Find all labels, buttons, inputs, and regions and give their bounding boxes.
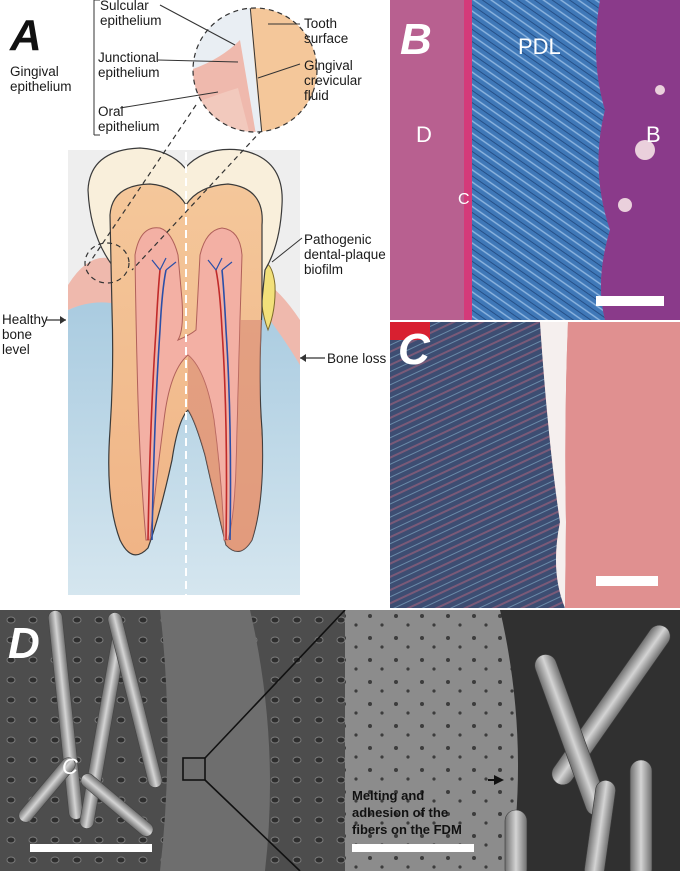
label-d-c: C: [62, 754, 78, 779]
root-shading: [188, 320, 263, 552]
panel-d-sem: D C Melting and adhesion of the fibers o…: [0, 610, 680, 871]
scale-bar-c: [596, 576, 658, 586]
tooth-diagram: [46, 0, 325, 595]
magnifier-circle: [192, 7, 318, 133]
pulp-branches: [151, 257, 233, 271]
label-bone-loss: Bone loss: [327, 351, 387, 366]
panel-letter-d: D: [8, 619, 40, 668]
leader-crevicular: [257, 63, 301, 79]
gingiva-left: [68, 257, 120, 310]
arrow-bone-loss-head: [300, 354, 306, 362]
panel-letter-b: B: [400, 15, 432, 64]
magnified-gingiva: [193, 8, 317, 132]
label-dentin: D: [416, 122, 432, 147]
leader-sulcular: [159, 4, 236, 46]
panel-letter-a: A: [10, 11, 42, 60]
vein-right: [221, 269, 232, 541]
arrow-healthy-head: [60, 316, 66, 324]
panel-letter-c: C: [398, 325, 430, 374]
label-cementum: C: [458, 191, 470, 208]
label-pdl: PDL: [518, 34, 561, 59]
vein-left: [151, 269, 167, 541]
histology-b-image: [390, 0, 680, 320]
zoom-line-right: [131, 129, 263, 271]
leader-oral: [119, 91, 219, 109]
label-bone: B: [646, 122, 661, 147]
zoom-line-left: [85, 104, 197, 269]
label-melting-adhesion: Melting and adhesion of the fibers on th…: [352, 788, 462, 837]
zoom-origin-circle: [84, 242, 130, 284]
scale-bar-d-right: [352, 844, 474, 852]
panel-c-histology: C: [390, 322, 680, 608]
histology-c-image: [390, 322, 680, 608]
artery-left: [147, 269, 161, 541]
leader-junctional: [157, 59, 239, 63]
panel-b-histology: B PDL D C B: [390, 0, 680, 320]
scale-bar-b: [596, 296, 664, 306]
epithelium-bracket: [93, 0, 100, 136]
leader-biofilm: [271, 237, 303, 263]
artery-right: [215, 269, 228, 541]
scale-bar-d-left: [30, 844, 152, 852]
sem-image: [0, 610, 680, 871]
